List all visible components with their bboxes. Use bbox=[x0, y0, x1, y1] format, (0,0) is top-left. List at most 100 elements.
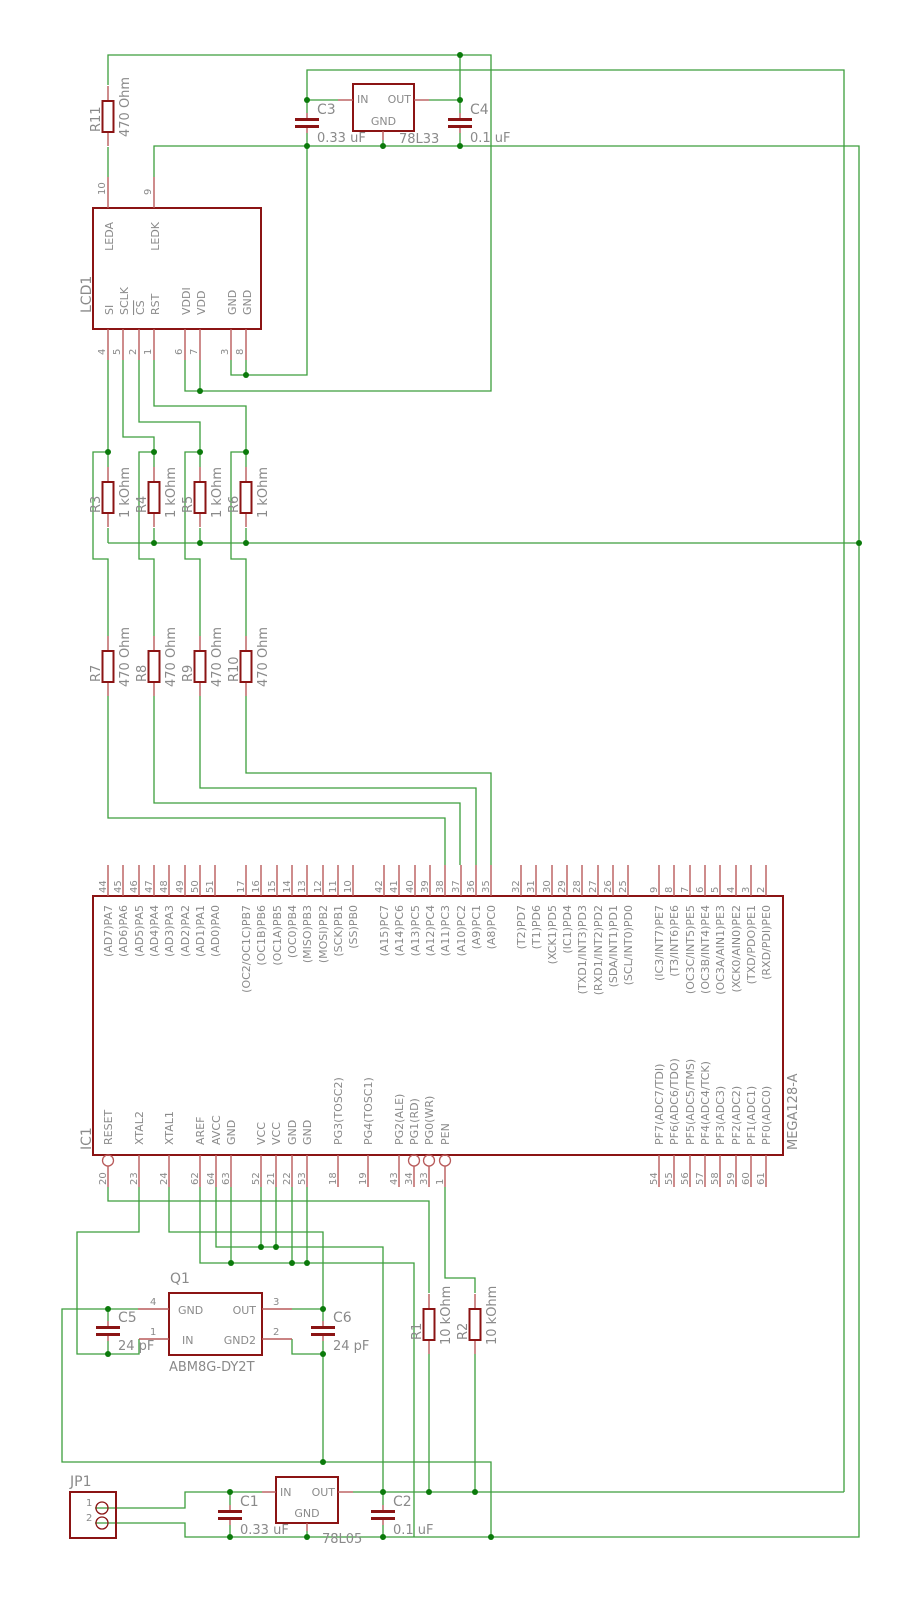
junction-dot bbox=[105, 449, 111, 455]
crystal-pin-number: 3 bbox=[273, 1297, 279, 1308]
junction-dot bbox=[457, 52, 463, 58]
capacitor-value: 0.1 uF bbox=[393, 1523, 434, 1538]
lcd-pin-name: LEDA bbox=[103, 222, 116, 251]
crystal-pin-number: 1 bbox=[150, 1327, 156, 1338]
mcu-pin-number: 50 bbox=[190, 880, 201, 893]
mcu-pin-name: (AD1)PA1 bbox=[194, 905, 207, 957]
mcu-pin-number: 31 bbox=[526, 880, 537, 893]
wire bbox=[95, 1491, 262, 1509]
mcu-pin-number: 34 bbox=[404, 1172, 415, 1185]
mcu-pin-name: XTAL1 bbox=[163, 1111, 176, 1145]
lcd-pin-number: 4 bbox=[97, 349, 108, 355]
regulator-pin-in: IN bbox=[280, 1486, 291, 1499]
mcu-pin-number: 9 bbox=[649, 887, 660, 893]
capacitor-value: 24 pF bbox=[333, 1339, 369, 1354]
mcu-pin-name: (AD4)PA4 bbox=[148, 905, 161, 957]
crystal-ref: Q1 bbox=[170, 1271, 190, 1287]
crystal-pin-number: 4 bbox=[150, 1297, 156, 1308]
resistor-ref: R6 bbox=[227, 496, 242, 513]
mcu-pin-number: 7 bbox=[680, 887, 691, 893]
inverted-pin-bubble bbox=[438, 1154, 452, 1167]
junction-dot bbox=[856, 540, 862, 546]
junction-dot bbox=[228, 1260, 234, 1266]
regulator-pin-in: IN bbox=[357, 93, 368, 106]
inverted-pin-bubble bbox=[422, 1154, 436, 1167]
mcu-pin-number: 14 bbox=[282, 880, 293, 893]
junction-dot bbox=[243, 540, 249, 546]
mcu-pin-name: (T2)PD7 bbox=[515, 905, 528, 949]
mcu-pin-number: 60 bbox=[741, 1172, 752, 1185]
inverted-pin-bubble bbox=[407, 1154, 421, 1167]
resistor-r6 bbox=[239, 481, 253, 514]
junction-dot bbox=[426, 1489, 432, 1495]
mcu-pin-number: 5 bbox=[710, 887, 721, 893]
capacitor-value: 0.33 uF bbox=[317, 131, 366, 146]
mcu-pin-name: PG1(RD) bbox=[408, 1098, 421, 1145]
mcu-pin-name: (SS)PB0 bbox=[347, 905, 360, 949]
lcd-pin-name: GND bbox=[241, 290, 254, 315]
capacitor-ref: C3 bbox=[317, 102, 336, 118]
wire bbox=[245, 696, 492, 865]
capacitor-value: 0.1 uF bbox=[470, 131, 511, 146]
lcd-body bbox=[92, 207, 262, 330]
junction-dot bbox=[105, 1306, 111, 1312]
mcu-pin-number: 13 bbox=[297, 880, 308, 893]
resistor-value: 1 kOhm bbox=[118, 467, 133, 518]
mcu-pin-number: 37 bbox=[451, 880, 462, 893]
mcu-pin-name: GND bbox=[286, 1120, 299, 1145]
mcu-pin-name: (TXD1/INT3)PD3 bbox=[576, 905, 589, 994]
mcu-pin-number: 1 bbox=[435, 1179, 446, 1185]
mcu-pin-name: (OC3B/INT4)PE4 bbox=[699, 905, 712, 994]
mcu-pin-name: (MISO)PB3 bbox=[301, 905, 314, 963]
junction-dot bbox=[304, 1534, 310, 1540]
wire bbox=[306, 69, 845, 1492]
wire bbox=[199, 696, 477, 865]
mcu-pin-name: PG0(WR) bbox=[423, 1096, 436, 1145]
junction-dot bbox=[273, 1244, 279, 1250]
mcu-pin-name: (A12)PC4 bbox=[424, 905, 437, 956]
junction-dot bbox=[457, 97, 463, 103]
resistor-ref: R9 bbox=[181, 665, 196, 682]
lcd-pin-number: 3 bbox=[220, 349, 231, 355]
lcd-ref: LCD1 bbox=[79, 276, 95, 313]
mcu-pin-name: (AD2)PA2 bbox=[179, 905, 192, 957]
mcu-pin-number: 6 bbox=[695, 887, 706, 893]
mcu-pin-number: 16 bbox=[251, 880, 262, 893]
mcu-pin-number: 11 bbox=[328, 880, 339, 893]
capacitor-ref: C6 bbox=[333, 1310, 352, 1326]
lcd-pin-name: GND bbox=[226, 290, 239, 315]
crystal-pin-name: IN bbox=[182, 1334, 193, 1347]
junction-dot bbox=[380, 1534, 386, 1540]
mcu-pin-number: 38 bbox=[435, 880, 446, 893]
bypass-wire bbox=[230, 451, 247, 636]
wire bbox=[153, 696, 461, 865]
mcu-pin-number: 28 bbox=[572, 880, 583, 893]
mcu-pin-name: RESET bbox=[102, 1109, 115, 1145]
regulator-pin-gnd: GND bbox=[371, 115, 396, 128]
mcu-pin-name: (OC3C/INT5)PE5 bbox=[684, 905, 697, 994]
wire bbox=[107, 696, 446, 865]
lcd-pin-number: 9 bbox=[143, 189, 154, 195]
lcd-pin-name: SCLK bbox=[118, 286, 131, 315]
mcu-pin-number: 57 bbox=[695, 1172, 706, 1185]
mcu-pin-name: PG3(TOSC2) bbox=[332, 1077, 345, 1145]
junction-dot bbox=[197, 449, 203, 455]
capacitor-value: 24 pF bbox=[118, 1339, 154, 1354]
junction-dot bbox=[320, 1351, 326, 1357]
junction-dot bbox=[304, 97, 310, 103]
mcu-pin-number: 25 bbox=[618, 880, 629, 893]
mcu-pin-number: 33 bbox=[419, 1172, 430, 1185]
resistor-value: 1 kOhm bbox=[256, 467, 271, 518]
mcu-pin-number: 40 bbox=[405, 880, 416, 893]
mcu-body bbox=[92, 895, 784, 1156]
resistor-ref: R3 bbox=[89, 496, 104, 513]
regulator-pin-out: OUT bbox=[312, 1486, 336, 1499]
lcd-pin-number: 1 bbox=[143, 349, 154, 355]
mcu-pin-name: PF7(ADC7/TDI) bbox=[653, 1064, 666, 1145]
connector-pin-number: 1 bbox=[86, 1498, 92, 1509]
mcu-pin-name: PF3(ADC3) bbox=[714, 1086, 727, 1145]
resistor-value: 1 kOhm bbox=[210, 467, 225, 518]
junction-dot bbox=[457, 143, 463, 149]
mcu-pin-name: AVCC bbox=[210, 1115, 223, 1145]
crystal-pin-number: 2 bbox=[273, 1327, 279, 1338]
